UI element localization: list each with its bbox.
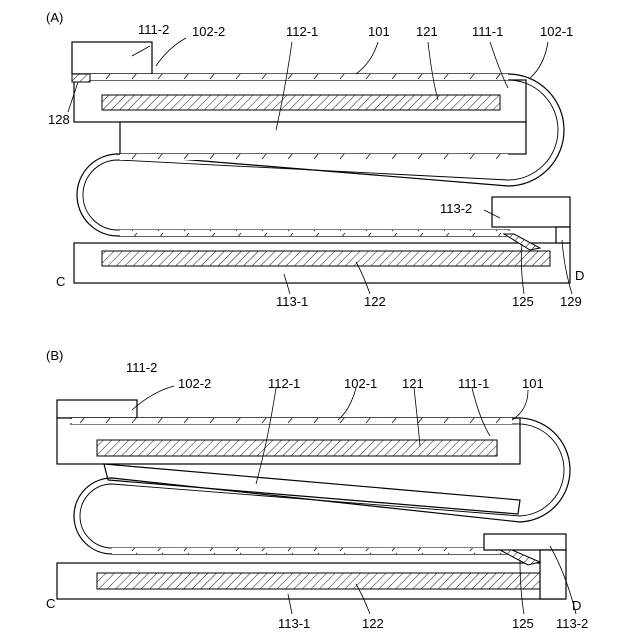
label-125-a: 125 bbox=[512, 294, 534, 309]
film-display-lower-b bbox=[112, 548, 516, 554]
lead-102-1-a bbox=[530, 42, 548, 78]
flexible-display-101-middle bbox=[77, 154, 510, 236]
lead-101-a bbox=[356, 42, 378, 74]
label-102-1-b: 102-1 bbox=[344, 376, 377, 391]
part-128 bbox=[72, 74, 90, 82]
label-102-2-b: 102-2 bbox=[178, 376, 211, 391]
panel-b: (B) 111-2 102 bbox=[46, 348, 588, 631]
panel-a: (A) bbox=[46, 10, 584, 309]
label-111-1-b: 111-1 bbox=[458, 376, 489, 391]
label-112-1-b: 112-1 bbox=[268, 376, 300, 391]
side-113-2-b bbox=[540, 550, 566, 599]
flexible-display-101-middle-inner bbox=[83, 160, 510, 230]
film-display-lower bbox=[120, 230, 508, 236]
label-122-a: 122 bbox=[364, 294, 386, 309]
panel-a-label: (A) bbox=[46, 10, 63, 25]
label-112-1-a: 112-1 bbox=[286, 24, 318, 39]
label-113-1-a: 113-1 bbox=[276, 294, 308, 309]
housing-113-2-b bbox=[484, 534, 566, 550]
label-101-a: 101 bbox=[368, 24, 390, 39]
film-display-middle bbox=[120, 154, 508, 160]
housing-112-1-b bbox=[104, 464, 520, 514]
panel-b-label: (B) bbox=[46, 348, 63, 363]
label-113-1-b: 113-1 bbox=[278, 616, 310, 631]
label-128-a: 128 bbox=[48, 112, 70, 127]
label-102-2-a: 102-2 bbox=[192, 24, 225, 39]
label-102-1-a: 102-1 bbox=[540, 24, 573, 39]
housing-112-1 bbox=[120, 122, 526, 154]
label-D-a: D bbox=[575, 268, 584, 283]
part-129 bbox=[556, 227, 570, 243]
lead-102-2-b bbox=[132, 386, 174, 410]
label-C-a: C bbox=[56, 274, 65, 289]
label-121-b: 121 bbox=[402, 376, 424, 391]
battery-121-b bbox=[97, 440, 497, 456]
battery-121 bbox=[102, 95, 500, 110]
housing-111-2-b bbox=[57, 400, 137, 418]
lead-101-b bbox=[512, 390, 528, 420]
battery-122-b bbox=[97, 573, 547, 589]
label-122-b: 122 bbox=[362, 616, 384, 631]
label-121-a: 121 bbox=[416, 24, 438, 39]
film-102-1 bbox=[90, 74, 508, 80]
label-C-b: C bbox=[46, 596, 55, 611]
battery-122 bbox=[102, 251, 550, 266]
label-101-b: 101 bbox=[522, 376, 544, 391]
label-111-2-b: 111-2 bbox=[126, 360, 157, 375]
housing-113-2 bbox=[492, 197, 570, 227]
label-125-b: 125 bbox=[512, 616, 534, 631]
label-D-b: D bbox=[572, 598, 581, 613]
label-113-2-a: 113-2 bbox=[440, 201, 472, 216]
film-102-1-b bbox=[72, 418, 512, 424]
label-111-2-a: 111-2 bbox=[138, 22, 169, 37]
label-111-1-a: 111-1 bbox=[472, 24, 503, 39]
lead-102-2-a bbox=[156, 38, 186, 66]
label-129-a: 129 bbox=[560, 294, 582, 309]
label-113-2-b: 113-2 bbox=[556, 616, 588, 631]
housing-111-2 bbox=[72, 42, 152, 74]
lead-102-1-b bbox=[338, 388, 356, 420]
